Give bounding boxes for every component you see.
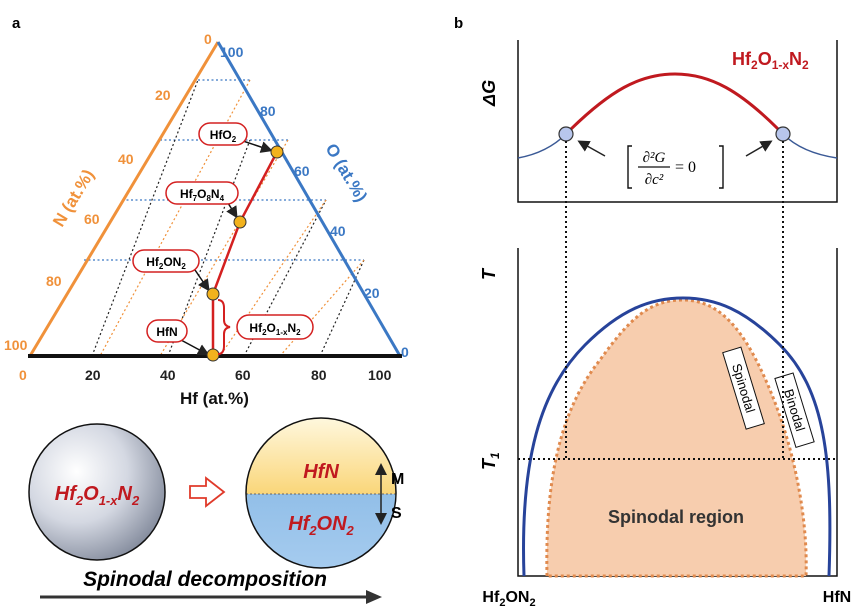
n-tick: 40 — [118, 151, 134, 167]
arrow-left-point — [577, 140, 606, 157]
s-label: S — [391, 505, 402, 522]
inflection-point-right — [775, 126, 791, 142]
o-tick: 40 — [330, 223, 346, 239]
arrow-hfn — [180, 339, 210, 356]
phase-bottom — [246, 494, 396, 568]
decomposition-caption: Spinodal decomposition — [83, 568, 327, 591]
label-range: Hf2O1-xN2 — [236, 314, 314, 340]
second-derivative-equation: ∂²G ∂c² = 0 — [627, 145, 724, 189]
ternary-diagram: 0 20 40 60 80 100 100 80 60 40 20 0 0 20… — [4, 31, 409, 408]
n-tick: 0 — [204, 31, 212, 47]
o-tick: 80 — [260, 103, 276, 119]
x-right-label: HfN — [823, 589, 851, 606]
inflection-point-left — [558, 126, 574, 142]
energy-plot: ΔG Hf2O1-xN2 ∂²G ∂c² = 0 — [479, 40, 838, 203]
o-tick: 20 — [364, 285, 380, 301]
o-axis-edge — [216, 41, 402, 357]
transform-arrow — [189, 476, 226, 508]
n-tick: 100 — [4, 337, 28, 353]
curve-unstable — [564, 72, 785, 136]
arrow-right-point — [745, 140, 773, 157]
decomposition-schematic: Hf2O1-xN2 HfN Hf2ON2 M S Spinodal decomp… — [28, 417, 404, 604]
hf-tick: 40 — [160, 367, 176, 383]
point-hf7o8n4 — [233, 215, 247, 229]
grid-n-40 — [159, 139, 289, 357]
o-tick: 0 — [401, 344, 409, 360]
hf-tick: 0 — [19, 367, 27, 383]
point-hf2on2 — [206, 287, 220, 301]
range-brace — [217, 299, 231, 355]
hf-tick: 80 — [311, 367, 327, 383]
hf-tick: 60 — [235, 367, 251, 383]
arrow-hf2on2 — [194, 269, 210, 292]
svg-text:HfO2: HfO2 — [210, 128, 237, 144]
caption-arrow-head — [366, 590, 382, 604]
hf-axis-title: Hf (at.%) — [180, 389, 249, 408]
point-hfo2 — [270, 145, 284, 159]
svg-text:∂c²: ∂c² — [645, 172, 664, 188]
svg-text:∂²G: ∂²G — [643, 150, 666, 166]
o-tick: 60 — [294, 163, 310, 179]
hf-tick: 100 — [368, 367, 392, 383]
label-hf7o8n4: Hf7O8N4 — [165, 181, 239, 205]
phase-diagram: T T1 Spinodal Binodal Spinodal region Hf… — [479, 248, 851, 609]
label-hf2on2: Hf2ON2 — [132, 249, 200, 273]
decomposed-sphere — [246, 418, 396, 568]
arrow-hfo2 — [239, 139, 273, 153]
svg-text:Hf2ON2: Hf2ON2 — [146, 255, 186, 271]
n-tick: 80 — [46, 273, 62, 289]
arrow-hf7o8n4 — [226, 202, 238, 219]
svg-text:Hf7O8N4: Hf7O8N4 — [180, 187, 225, 203]
o-axis-title: O (at.%) — [322, 140, 371, 205]
spinodal-region-label: Spinodal region — [608, 507, 744, 527]
grid-n-80 — [279, 259, 365, 357]
hf-tick: 20 — [85, 367, 101, 383]
panel-b-label: b — [454, 15, 463, 32]
o-tick: 100 — [220, 44, 244, 60]
energy-y-label: ΔG — [479, 80, 499, 107]
svg-text:= 0: = 0 — [675, 159, 696, 176]
energy-curve-label: Hf2O1-xN2 — [732, 49, 809, 72]
n-tick: 60 — [84, 211, 100, 227]
curve-right-tail — [782, 133, 838, 159]
m-label: M — [391, 471, 404, 488]
curve-left-tail — [517, 133, 567, 159]
composition-line — [211, 151, 279, 355]
phase-bottom-label: Hf2ON2 — [288, 513, 354, 538]
decomposed-sphere-outline — [245, 417, 397, 569]
grid-n-20 — [99, 79, 251, 357]
svg-text:HfN: HfN — [156, 325, 177, 339]
label-hfn: HfN — [146, 319, 188, 343]
grid-hf-20 — [91, 79, 199, 357]
initial-sphere — [28, 423, 166, 561]
t1-label: T1 — [479, 452, 502, 470]
binodal-curve — [522, 296, 832, 577]
svg-text:Hf2O1-xN2: Hf2O1-xN2 — [249, 321, 301, 337]
initial-sphere-label: Hf2O1-xN2 — [55, 483, 140, 508]
point-hfn — [206, 348, 220, 362]
n-tick: 20 — [155, 87, 171, 103]
phase-y-label: T — [479, 267, 499, 280]
phase-top-label: HfN — [303, 461, 339, 483]
n-axis-edge — [28, 41, 220, 357]
panel-a-label: a — [12, 15, 21, 32]
label-hfo2: HfO2 — [198, 122, 248, 146]
x-left-label: Hf2ON2 — [482, 589, 535, 609]
spinodal-region — [545, 298, 808, 578]
energy-frame — [517, 40, 838, 203]
grid-hf-80 — [319, 259, 365, 357]
